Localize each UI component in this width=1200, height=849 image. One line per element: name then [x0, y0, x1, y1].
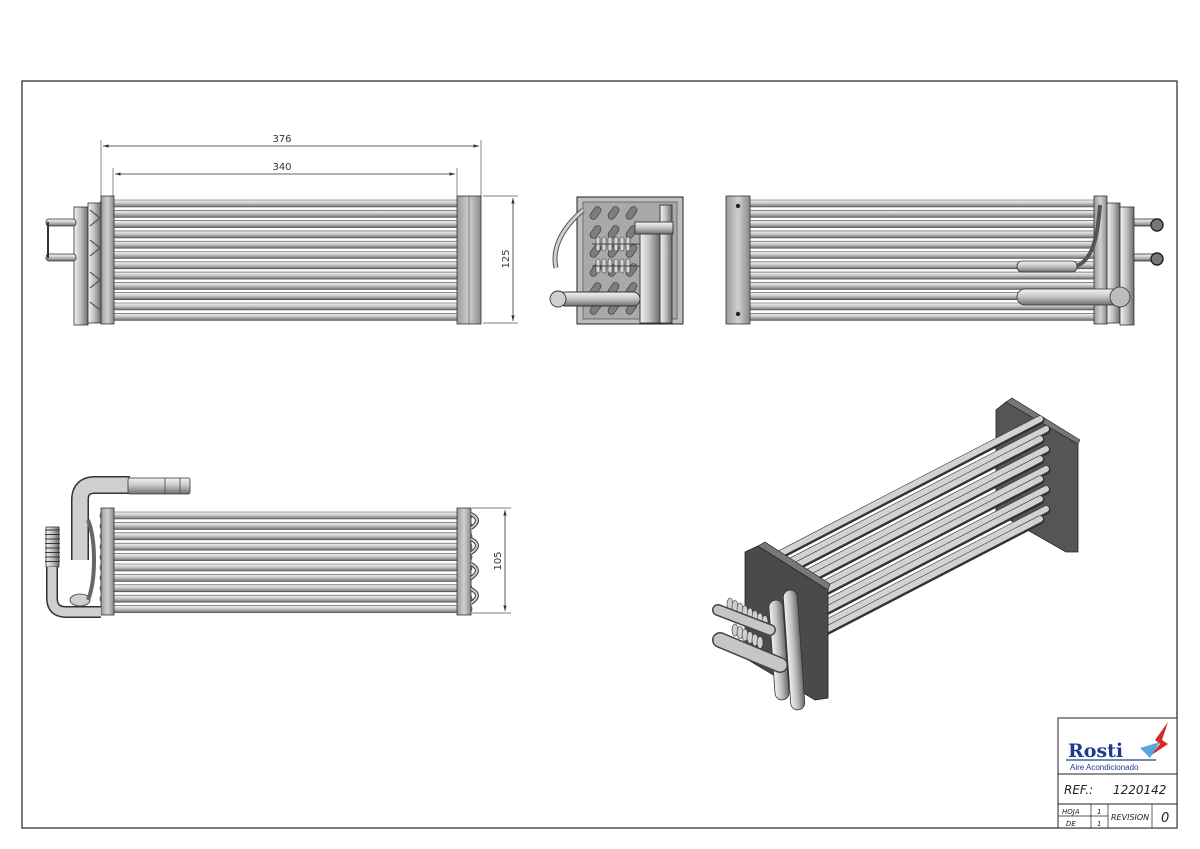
dimension-overall-length: 376	[100, 134, 482, 196]
isometric-view	[712, 397, 1081, 711]
hoja-label: HOJA	[1062, 808, 1080, 816]
dimension-depth: 105	[472, 507, 511, 614]
title-block: Rosti Aire Acondicionado REF.: 1220142 H…	[1057, 717, 1178, 829]
sheet-border	[21, 80, 1178, 829]
revision-value: 0	[1161, 811, 1169, 826]
ref-label: REF.:	[1064, 783, 1093, 797]
de-value: 1	[1097, 820, 1101, 828]
dimension-height: 125	[483, 195, 518, 324]
side-view	[549, 196, 684, 325]
revision-label: REVISION	[1111, 813, 1149, 822]
dim-core-length-text: 340	[272, 162, 291, 173]
ref-value: 1220142	[1113, 783, 1166, 797]
hoja-value: 1	[1097, 808, 1101, 816]
rear-view	[725, 195, 1164, 326]
rosti-logo: Rosti Aire Acondicionado	[1066, 722, 1168, 772]
top-view: 105	[45, 476, 511, 618]
de-label: DE	[1066, 820, 1076, 828]
dim-height-text: 125	[501, 249, 512, 268]
dim-depth-text: 105	[493, 551, 504, 570]
dimension-core-length: 340	[112, 162, 458, 196]
front-view: 376 340 125	[45, 134, 518, 326]
dim-overall-length-text: 376	[272, 134, 291, 145]
logo-text: Rosti	[1068, 740, 1123, 762]
logo-subtitle: Aire Acondicionado	[1070, 763, 1139, 772]
